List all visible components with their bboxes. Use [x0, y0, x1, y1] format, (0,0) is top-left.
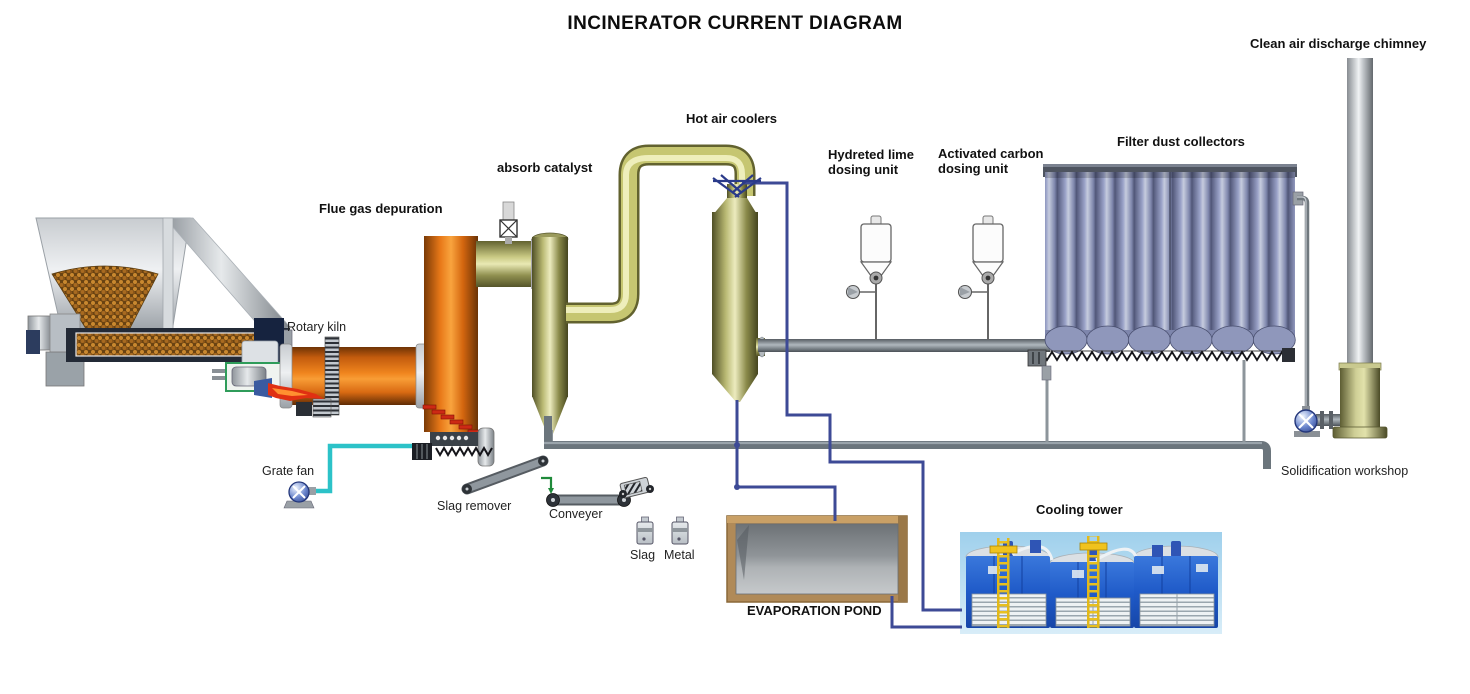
label-carbon-dosing-line1: Activated carbon — [938, 146, 1044, 161]
label-grate-fan: Grate fan — [262, 464, 315, 478]
ash-pipe-to-solidification — [544, 416, 1271, 469]
label-lime-dosing-line2: dosing unit — [828, 162, 899, 177]
label-conveyer: Conveyer — [549, 507, 603, 521]
pond-to-cooling-pipe — [890, 596, 962, 629]
label-metal: Metal — [664, 548, 695, 562]
secondary-combustion-chamber — [412, 236, 495, 467]
slag-bin — [636, 516, 654, 545]
label-solidification-workshop: Solidification workshop — [1281, 464, 1409, 478]
spray-supply-pipe — [742, 181, 962, 612]
waste-feed-hopper — [35, 217, 291, 335]
rotary-kiln — [279, 336, 431, 418]
dust-screw-conveyor — [1041, 350, 1293, 362]
clean-air-chimney — [1332, 58, 1388, 439]
main-flue-duct — [758, 339, 1050, 352]
label-clean-air-chimney: Clean air discharge chimney — [1250, 36, 1427, 51]
diagram-title: INCINERATOR CURRENT DIAGRAM — [567, 13, 903, 34]
slag-chute — [477, 427, 495, 467]
spray-nozzles — [712, 174, 762, 198]
metal-bin — [671, 516, 689, 545]
label-slag-remover: Slag remover — [437, 499, 512, 513]
evaporation-pond — [726, 515, 908, 603]
slag-remover-conveyor — [461, 455, 549, 495]
label-hot-air-coolers: Hot air coolers — [686, 111, 778, 126]
label-lime-dosing-line1: Hydreted lime — [828, 147, 914, 162]
pipe-junction — [734, 442, 740, 448]
filter-dust-collectors — [1027, 164, 1304, 442]
clean-gas-pipe — [1297, 195, 1310, 410]
chamber-outlet-duct — [476, 201, 538, 289]
kiln-feed-chute — [241, 318, 284, 370]
grate-fan-air-pipe — [312, 443, 420, 494]
label-slag: Slag — [630, 548, 656, 562]
label-filter-dust-collectors: Filter dust collectors — [1117, 134, 1245, 149]
grate-fan — [283, 481, 316, 509]
burner-flame — [254, 378, 324, 401]
carbon-dosing-unit — [957, 215, 1005, 340]
label-cooling-tower: Cooling tower — [1036, 502, 1123, 517]
kiln-gear-ring — [324, 336, 340, 416]
conveyer-belt — [546, 493, 631, 507]
cooling-tower-ladder — [989, 538, 1018, 628]
lime-dosing-unit — [845, 215, 893, 340]
label-flue-gas-depuration: Flue gas depuration — [319, 201, 443, 216]
hot-air-cooler-tower — [712, 184, 766, 402]
ash-grate-box — [430, 432, 478, 446]
feeder-drive-motor — [26, 313, 85, 387]
cyclone-to-cooler-pipe — [566, 144, 756, 324]
transfer-chute-arrow — [541, 476, 554, 494]
pipe-junction — [734, 484, 740, 490]
cyclone-absorber — [531, 232, 569, 446]
screw-motor — [1027, 349, 1047, 367]
cooling-tower-ladder-2 — [1079, 536, 1108, 628]
label-carbon-dosing-line2: dosing unit — [938, 161, 1009, 176]
magnetic-separator — [619, 476, 654, 499]
ash-screw — [435, 445, 493, 458]
label-rotary-kiln: Rotary kiln — [287, 320, 347, 334]
label-evaporation-pond: EVAPORATION POND — [747, 603, 882, 618]
induced-draft-fan — [1294, 406, 1342, 437]
label-absorb-catalyst: absorb catalyst — [497, 160, 593, 175]
cooler-drain-pipe — [735, 400, 837, 521]
cooling-tower — [960, 532, 1222, 634]
